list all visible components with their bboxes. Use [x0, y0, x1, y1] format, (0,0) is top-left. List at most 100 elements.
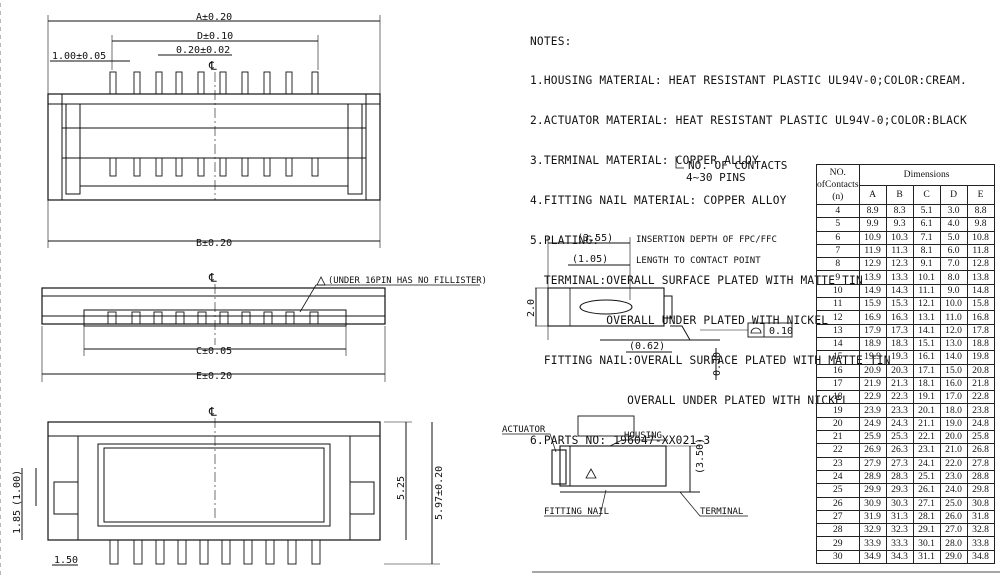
dimension-cell: 7.0 — [939, 257, 968, 272]
dimension-cell: 34.9 — [858, 549, 887, 565]
dimension-cell: 21.3 — [885, 376, 914, 392]
contact-count-cell: 6 — [816, 230, 860, 245]
dimension-cell: 11.0 — [939, 310, 968, 325]
dimension-cell: 21.1 — [912, 416, 941, 432]
dimension-cell: 17.9 — [858, 323, 887, 338]
dim-3-55-label: (3.55) — [577, 233, 613, 244]
dimension-cell: 11.8 — [966, 243, 995, 259]
dim-b-label: B±0.20 — [196, 238, 232, 249]
dimension-cell: 21.9 — [858, 376, 887, 392]
contact-count-cell: 23 — [816, 456, 860, 471]
contacts-leader — [675, 156, 684, 169]
contact-count-cell: 10 — [816, 283, 860, 299]
column-header-a: A — [858, 185, 887, 205]
dimension-cell: 27.0 — [939, 523, 968, 538]
contact-count-cell: 8 — [816, 257, 860, 272]
dimension-cell: 20.8 — [966, 363, 995, 378]
contact-count-cell: 30 — [816, 549, 860, 565]
dimension-cell: 25.3 — [885, 430, 914, 445]
dimension-cell: 23.9 — [858, 403, 887, 418]
dimension-cell: 9.9 — [858, 217, 887, 232]
dimension-cell: 26.1 — [912, 483, 941, 498]
dimension-cell: 16.1 — [912, 350, 941, 365]
dimension-cell: 17.3 — [885, 323, 914, 338]
contact-count-cell: 12 — [816, 310, 860, 325]
dimension-cell: 13.8 — [966, 270, 995, 285]
dimension-cell: 23.3 — [885, 403, 914, 418]
dimension-cell: 19.3 — [885, 350, 914, 365]
dimension-cell: 28.3 — [885, 469, 914, 485]
dimension-cell: 34.3 — [885, 549, 914, 565]
notes-line: 1.HOUSING MATERIAL: HEAT RESISTANT PLAST… — [530, 74, 967, 88]
dimension-cell: 14.3 — [885, 283, 914, 299]
contact-count-cell: 9 — [816, 270, 860, 285]
dimension-cell: 15.9 — [858, 297, 887, 312]
column-header-b: B — [885, 185, 914, 205]
contact-count-cell: 15 — [816, 350, 860, 365]
dimension-cell: 12.8 — [966, 257, 995, 272]
dimension-cell: 14.9 — [858, 283, 887, 299]
dimension-cell: 12.1 — [912, 297, 941, 312]
contact-count-cell: 26 — [816, 496, 860, 511]
dimension-cell: 28.0 — [939, 536, 968, 551]
flatness-value: 0.10 — [769, 326, 793, 337]
terminal-label: TERMINAL — [700, 507, 743, 517]
dimension-cell: 25.8 — [966, 430, 995, 445]
dim-c-label: C±0.05 — [196, 346, 232, 357]
dimension-cell: 19.8 — [966, 350, 995, 365]
dimension-cell: 31.1 — [912, 549, 941, 565]
contact-count-cell: 14 — [816, 336, 860, 352]
dimension-cell: 14.1 — [912, 323, 941, 338]
contact-count-cell: 13 — [816, 323, 860, 338]
dimension-cell: 13.1 — [912, 310, 941, 325]
dimension-cell: 33.3 — [885, 536, 914, 551]
dimension-cell: 16.9 — [858, 310, 887, 325]
dimension-cell: 31.9 — [858, 509, 887, 525]
dimension-cell: 8.9 — [858, 203, 887, 219]
dimension-cell: 29.3 — [885, 483, 914, 498]
fitting-nail-label: FITTING NAIL — [544, 507, 609, 517]
dimension-cell: 25.0 — [939, 496, 968, 511]
contacts-note-line2: 4~30 PINS — [686, 171, 746, 184]
dimension-cell: 15.0 — [939, 363, 968, 378]
dimension-cell: 8.0 — [939, 270, 968, 285]
dimension-cell: 18.1 — [912, 376, 941, 392]
actuator-label: ACTUATOR — [502, 425, 546, 435]
assembly-view: (3.50) ACTUATOR HOUSING FITTING NAIL TER… — [502, 415, 748, 517]
section-view: (3.55) INSERTION DEPTH OF FPC/FFC (1.05)… — [526, 233, 793, 380]
dimension-cell: 29.9 — [858, 483, 887, 498]
dimension-cell: 30.9 — [858, 496, 887, 511]
dimension-cell: 9.1 — [912, 257, 941, 272]
center-mark: ℄ — [208, 59, 217, 73]
header-contacts: NO. ofContacts (n) — [816, 164, 860, 205]
dimension-cell: 24.8 — [966, 416, 995, 432]
dimension-cell: 10.8 — [966, 230, 995, 245]
dimension-cell: 26.3 — [885, 443, 914, 458]
dimension-cell: 19.1 — [912, 390, 941, 405]
dimension-cell: 10.3 — [885, 230, 914, 245]
contact-count-cell: 18 — [816, 390, 860, 405]
contact-count-cell: 22 — [816, 443, 860, 458]
contact-count-cell: 16 — [816, 363, 860, 378]
dimension-cell: 6.1 — [912, 217, 941, 232]
notes-line: 3.TERMINAL MATERIAL: COPPER ALLOY — [530, 154, 759, 168]
dimension-cell: 14.8 — [966, 283, 995, 299]
dimension-cell: 23.0 — [939, 469, 968, 485]
dimension-cell: 17.1 — [912, 363, 941, 378]
dim-3-50-label: (3.50) — [695, 438, 706, 474]
dimension-cell: 31.3 — [885, 509, 914, 525]
housing-label: HOUSING — [624, 431, 662, 441]
dim-0-62-label: (0.62) — [629, 341, 665, 352]
dimension-cell: 10.9 — [858, 230, 887, 245]
dimension-cell: 18.0 — [939, 403, 968, 418]
